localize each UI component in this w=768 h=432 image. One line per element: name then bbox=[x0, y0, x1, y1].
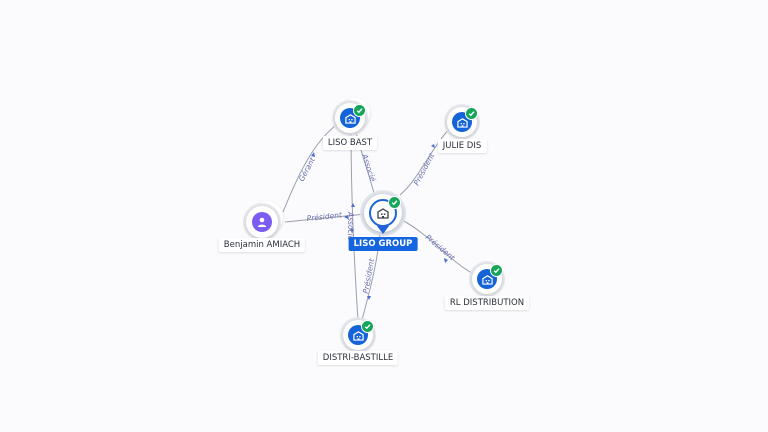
edge-arrow bbox=[431, 144, 435, 148]
edge-center-rl-distribution bbox=[401, 219, 476, 276]
edge-label-center-julie-dis: Président bbox=[412, 151, 437, 187]
verified-check-icon bbox=[353, 104, 366, 117]
node-label: RL DISTRIBUTION bbox=[444, 296, 530, 310]
edge-arrow bbox=[350, 229, 354, 233]
edge-benjamin-liso-bast bbox=[282, 121, 341, 213]
edge-label-center-rl-distribution: Président bbox=[424, 233, 458, 263]
edge-label-center-distri-bastille: Président bbox=[361, 257, 376, 294]
edge-center-julie-dis bbox=[399, 127, 451, 196]
edge-liso-bast-distri-bastille bbox=[350, 127, 359, 321]
edge-arrow bbox=[444, 258, 448, 263]
node-label: DISTRI-BASTILLE bbox=[317, 351, 399, 365]
edge-label-liso-bast-distri-bastille: Associé bbox=[346, 211, 355, 241]
edge-label-benjamin-liso-bast: Gérant bbox=[297, 155, 318, 183]
node-label-main: LISO GROUP bbox=[348, 237, 418, 251]
edge-label-center-liso-bast: Associé bbox=[360, 152, 378, 183]
verified-check-icon bbox=[388, 196, 401, 209]
node-label: LISO BAST bbox=[322, 136, 378, 150]
edge-center-liso-bast bbox=[354, 127, 376, 198]
node-label: JULIE DIS bbox=[437, 139, 487, 153]
edge-label-benjamin-center: Président bbox=[306, 210, 343, 223]
edge-arrow bbox=[344, 215, 348, 219]
node-label: Benjamin AMIACH bbox=[218, 238, 306, 252]
verified-check-icon bbox=[361, 320, 374, 333]
edge-arrow bbox=[311, 152, 315, 157]
edge-arrow bbox=[367, 296, 371, 300]
edge-arrow bbox=[351, 203, 355, 207]
pin-pointer-icon bbox=[377, 226, 389, 234]
verified-check-icon bbox=[490, 264, 503, 277]
verified-check-icon bbox=[465, 107, 478, 120]
person-icon bbox=[252, 212, 272, 232]
